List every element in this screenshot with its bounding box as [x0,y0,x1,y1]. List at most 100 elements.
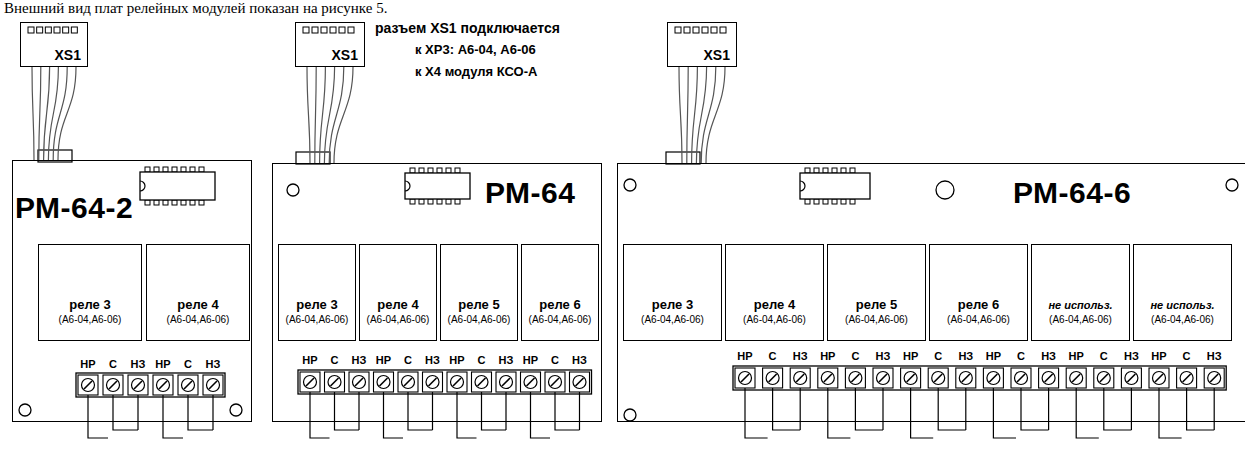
relay-name: не использ. [1150,297,1214,313]
terminal-label: НЗ [1123,350,1140,362]
terminal-label: С [1182,350,1192,362]
ic-pin [163,167,168,172]
terminal-label: НР [375,354,392,366]
relay-note: (А6-04,А6-06) [167,313,230,326]
screw-head [932,372,945,385]
ic-pin [163,200,168,205]
connector-pin [693,27,699,33]
screw-slot [989,374,997,382]
screw-head [739,372,752,385]
terminal-label: НР [448,354,465,366]
screw-head [1180,372,1193,385]
mounting-hole [19,179,1238,421]
connector-pin [312,27,318,33]
ic-pin [428,168,433,173]
ic-body [140,172,215,200]
screw-terminal [521,372,541,392]
screw-slot [1072,374,1080,382]
connector-pin [37,27,43,33]
terminal-label: НР [1150,350,1167,362]
relay-box: реле 3(А6-04,А6-06) [278,244,356,341]
relay-box: реле 4(А6-04,А6-06) [146,244,250,341]
terminal-label: С [1016,350,1026,362]
relay-note: (А6-04,А6-06) [448,313,511,326]
screw-head [1153,372,1166,385]
screw-slot [209,381,217,389]
screw-slot [1183,374,1191,382]
screw-terminal [983,368,1003,388]
screw-terminal [1011,368,1031,388]
terminal-label: НЗ [792,350,809,362]
wire [32,67,34,160]
contact-symbol [531,392,580,438]
screw-head [549,376,562,389]
ic-pin [190,167,195,172]
screw-terminal [78,375,98,395]
terminal-label: С [183,358,193,370]
relay-box: реле 6(А6-04,А6-06) [929,244,1028,341]
relay-name: не использ. [1048,297,1112,313]
mounting-hole [624,409,636,421]
relay-note: (А6-04,А6-06) [367,313,430,326]
connector-xs1: XS1 [667,22,737,67]
screw-terminal [928,368,948,388]
mounting-hole [287,184,299,196]
contact-symbol [1159,388,1214,438]
screw-head [1070,372,1083,385]
relay-box: реле 6(А6-04,А6-06) [521,244,599,341]
relay-box: реле 5(А6-04,А6-06) [440,244,518,341]
screw-head [1042,372,1055,385]
screw-head [426,376,439,389]
ic-pin [446,199,451,204]
mounting-hole [624,179,636,191]
connector-pin [330,27,336,33]
board-title: РМ-64-2 [15,191,133,225]
screw-slot [527,378,535,386]
terminal-strip [733,366,1226,390]
screw-terminal [790,368,810,388]
wire [39,67,41,160]
terminal-label: С [330,354,340,366]
wire-bundle [32,67,76,160]
screw-head [328,376,341,389]
relay-name: реле 5 [458,297,499,313]
screw-slot [1045,374,1053,382]
ic-pin [428,199,433,204]
ic-pin [419,168,424,173]
terminal-block [76,366,1226,397]
screw-slot [184,381,192,389]
screw-terminal [735,368,755,388]
ic-notch [140,181,145,191]
ic-pin [437,199,442,204]
connector-pin [321,27,327,33]
terminal-label: НЗ [424,354,441,366]
screw-terminal [496,372,516,392]
ic-pin [145,167,150,172]
relay-name: реле 4 [377,297,418,313]
screw-head [377,376,390,389]
screw-slot [429,378,437,386]
terminal-label: С [477,354,487,366]
terminal-label: НР [902,350,919,362]
screw-slot [1100,374,1108,382]
wire [307,67,310,163]
relay-name: реле 5 [856,297,897,313]
terminal-label: С [1099,350,1109,362]
ic-pin [814,199,819,204]
relay-box: реле 3(А6-04,А6-06) [623,244,722,341]
connector-pin [339,27,345,33]
screw-slot [741,374,749,382]
wire [706,67,725,163]
note-text: разъем XS1 подключается [375,20,560,36]
relay-box: реле 5(А6-04,А6-06) [827,244,926,341]
contact-symbol [745,388,800,438]
screw-slot [404,378,412,386]
connector-name: XS1 [704,47,730,63]
relay-name: реле 3 [69,297,110,313]
screw-slot [879,374,887,382]
terminal-label: НЗ [351,354,368,366]
terminal-label: НР [522,354,539,366]
screw-terminal [763,368,783,388]
screw-terminal [349,372,369,392]
